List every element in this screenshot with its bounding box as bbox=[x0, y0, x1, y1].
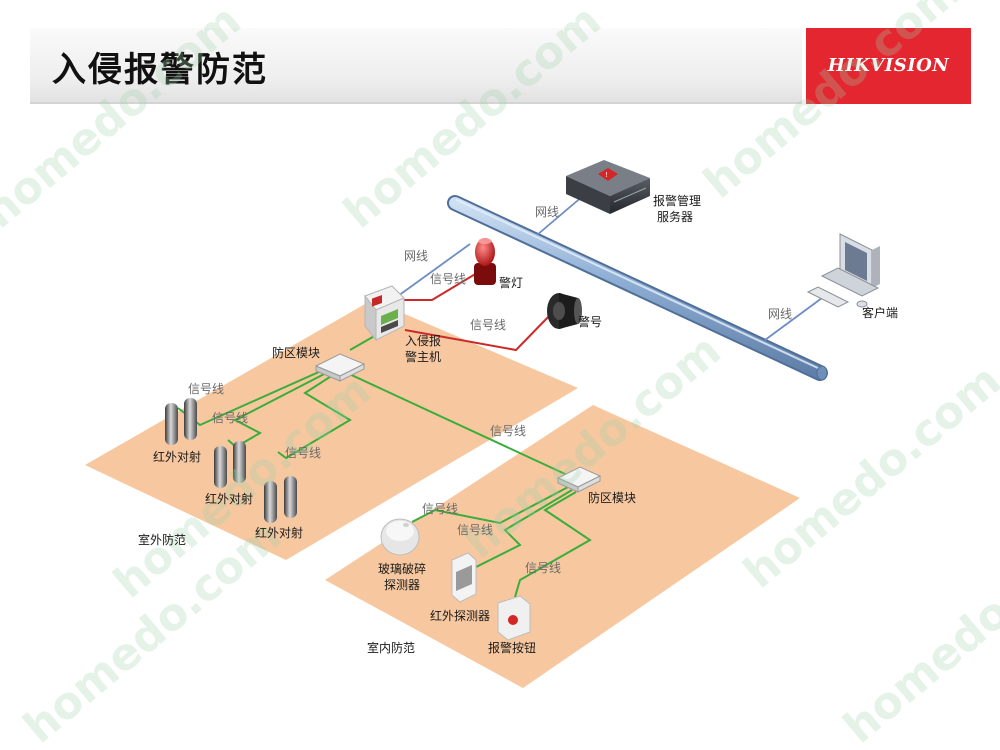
signal-label-in-3: 信号线 bbox=[525, 561, 561, 575]
svg-text:!: ! bbox=[605, 171, 608, 179]
network-label-2: 网线 bbox=[404, 249, 428, 263]
alarm-host-panel bbox=[364, 285, 405, 342]
network-label-3: 网线 bbox=[768, 307, 792, 321]
ir-beam-1-label: 红外对射 bbox=[153, 449, 201, 464]
network-backbone bbox=[447, 195, 828, 381]
glass-break-detector bbox=[380, 518, 420, 556]
zone-module-outdoor-label: 防区模块 bbox=[272, 345, 320, 360]
zone-module-indoor-label: 防区模块 bbox=[588, 490, 636, 505]
ir-beam-3-label: 红外对射 bbox=[255, 525, 303, 540]
warning-light-label: 警灯 bbox=[499, 275, 523, 290]
signal-label-to-indoor: 信号线 bbox=[490, 424, 526, 438]
page-title: 入侵报警防范 bbox=[52, 50, 268, 90]
logo-text: HIKVISION bbox=[827, 55, 950, 76]
red-signal-wires bbox=[400, 269, 554, 352]
signal-label-light: 信号线 bbox=[430, 272, 466, 286]
signal-label-in-1: 信号线 bbox=[422, 502, 458, 516]
alarm-host-label-line2: 警主机 bbox=[405, 349, 441, 364]
alarm-host-label-line1: 入侵报 bbox=[405, 333, 441, 348]
title-bar: 入侵报警防范 bbox=[30, 28, 802, 104]
client-computer bbox=[806, 233, 880, 308]
alarm-management-server: ! bbox=[566, 160, 650, 214]
ir-beam-pair-3 bbox=[264, 476, 297, 523]
glass-break-label-line2: 探测器 bbox=[384, 578, 420, 592]
alarm-host-label: 入侵报 警主机 bbox=[405, 333, 445, 364]
zone-module-indoor-device bbox=[556, 466, 602, 493]
server-label-line1: 报警管理 bbox=[653, 193, 701, 208]
signal-label-out-1: 信号线 bbox=[188, 382, 224, 396]
network-label-1: 网线 bbox=[535, 205, 559, 219]
outdoor-area-label: 室外防范 bbox=[138, 532, 186, 547]
server-label-line2: 服务器 bbox=[657, 209, 693, 224]
svg-text:homedo.com: homedo.com bbox=[694, 0, 970, 208]
ir-beam-2-label: 红外对射 bbox=[205, 491, 253, 506]
svg-text:homedo.com: homedo.com bbox=[0, 0, 251, 238]
indoor-zone bbox=[325, 405, 800, 688]
glass-break-label: 玻璃破碎 探测器 bbox=[378, 561, 430, 592]
ir-beam-pair-2 bbox=[214, 441, 246, 488]
siren bbox=[547, 293, 582, 329]
hikvision-logo: HIKVISION bbox=[806, 28, 971, 104]
indoor-area-label: 室内防范 bbox=[367, 640, 415, 655]
panic-button-label: 报警按钮 bbox=[488, 640, 536, 655]
ir-detector-label: 红外探测器 bbox=[430, 608, 490, 623]
server-label: 报警管理 服务器 bbox=[653, 193, 705, 224]
siren-label: 警号 bbox=[578, 314, 602, 329]
panic-button bbox=[497, 595, 531, 641]
glass-break-label-line1: 玻璃破碎 bbox=[378, 561, 426, 576]
warning-light bbox=[474, 238, 496, 285]
signal-label-out-2: 信号线 bbox=[212, 411, 248, 425]
signal-label-out-3: 信号线 bbox=[285, 446, 321, 460]
ir-motion-detector bbox=[451, 552, 477, 603]
zone-module-outdoor-device bbox=[314, 353, 366, 382]
ir-beam-pair-1 bbox=[165, 398, 197, 445]
svg-text:homedo.com: homedo.com bbox=[734, 355, 1000, 598]
svg-text:homedo.com: homedo.com bbox=[834, 510, 1000, 750]
client-label: 客户端 bbox=[862, 305, 898, 320]
signal-label-siren: 信号线 bbox=[470, 318, 506, 332]
signal-label-in-2: 信号线 bbox=[457, 523, 493, 537]
